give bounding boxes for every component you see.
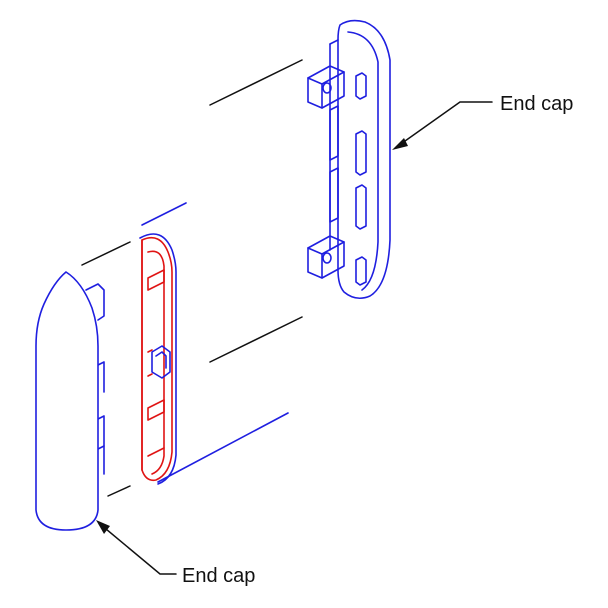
callout-end-cap-bottom: End cap xyxy=(96,520,255,587)
extrusion-body-lines xyxy=(141,202,289,483)
cap-slots-right xyxy=(355,72,367,286)
end-cap-upper-right xyxy=(307,19,391,300)
end-cap-lower-left xyxy=(35,271,105,531)
mounting-tab-bottom xyxy=(307,235,345,279)
cap-ribs-left xyxy=(329,105,339,223)
end-cap-label-bottom: End cap xyxy=(182,565,255,587)
explosion-guide-lines xyxy=(81,59,303,497)
callout-end-cap-top: End cap xyxy=(392,93,573,150)
mounting-tab-top xyxy=(307,65,345,109)
end-cap-label-top: End cap xyxy=(500,93,573,115)
extrusion-insert xyxy=(139,233,177,485)
